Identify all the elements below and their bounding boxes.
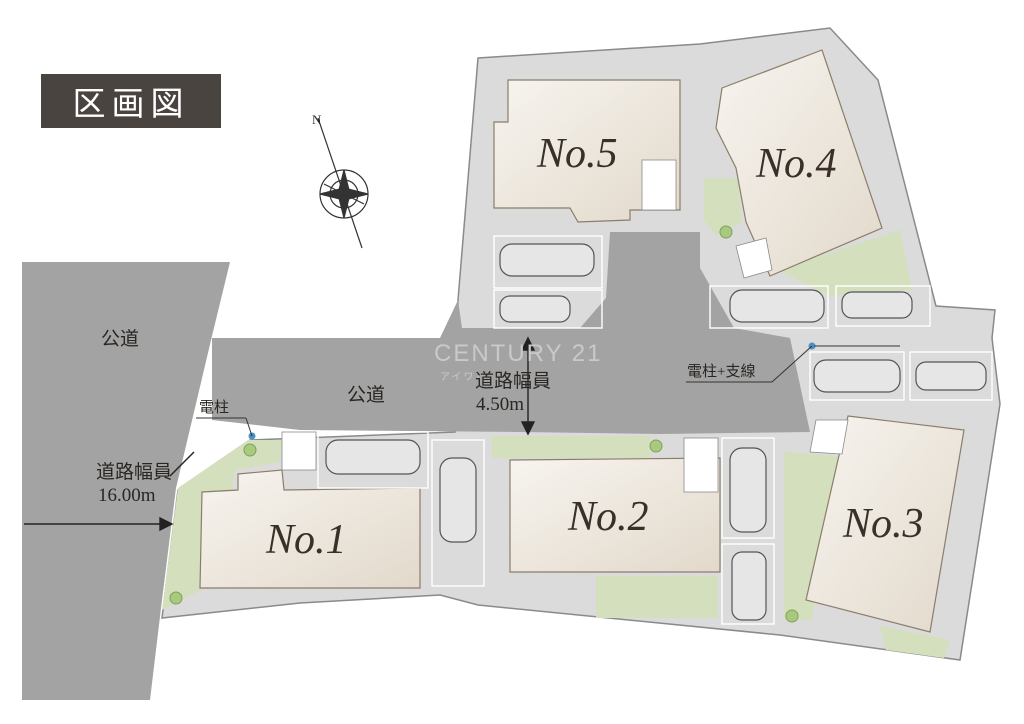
building-lot-5 <box>493 79 681 223</box>
cars <box>325 243 987 621</box>
main-road-width-arrow <box>24 451 195 532</box>
page-title: 区画図 <box>41 74 221 128</box>
green-spaces <box>162 178 950 658</box>
parking-slots <box>317 235 993 625</box>
lot-label-3: No.3 <box>843 501 924 547</box>
utility-pole-label: 電柱 <box>199 400 230 416</box>
inner-road <box>212 232 810 434</box>
lot-label-2: No.2 <box>568 494 649 540</box>
trees <box>169 225 799 623</box>
inner-road-width-label: 道路幅員 <box>475 371 552 392</box>
utility-poles <box>196 342 900 440</box>
public-road-left <box>22 262 230 700</box>
public-road-label-center: 公道 <box>347 385 386 406</box>
public-road-label-left: 公道 <box>101 329 140 350</box>
road-width-dimension <box>520 336 536 436</box>
buildings <box>199 49 965 633</box>
utility-pole-guy-wire-label: 電柱+支線 <box>687 364 756 380</box>
compass-north-label: N <box>312 112 322 127</box>
lot-label-4: No.4 <box>756 141 837 187</box>
watermark-sub: アイワハ <box>440 372 488 383</box>
main-road-width-label: 道路幅員 <box>96 462 173 483</box>
building-lot-2 <box>509 457 721 573</box>
main-road-width-value: 16.00m <box>98 485 156 506</box>
lot-label-5: No.5 <box>537 131 618 177</box>
inner-road-width-value: 4.50m <box>476 394 525 415</box>
stairs <box>281 159 849 493</box>
compass-icon <box>317 117 369 249</box>
watermark-brand: CENTURY 21 <box>434 340 603 367</box>
lot-label-1: No.1 <box>266 517 347 563</box>
building-lot-3 <box>805 415 965 633</box>
building-lot-1 <box>199 469 421 589</box>
